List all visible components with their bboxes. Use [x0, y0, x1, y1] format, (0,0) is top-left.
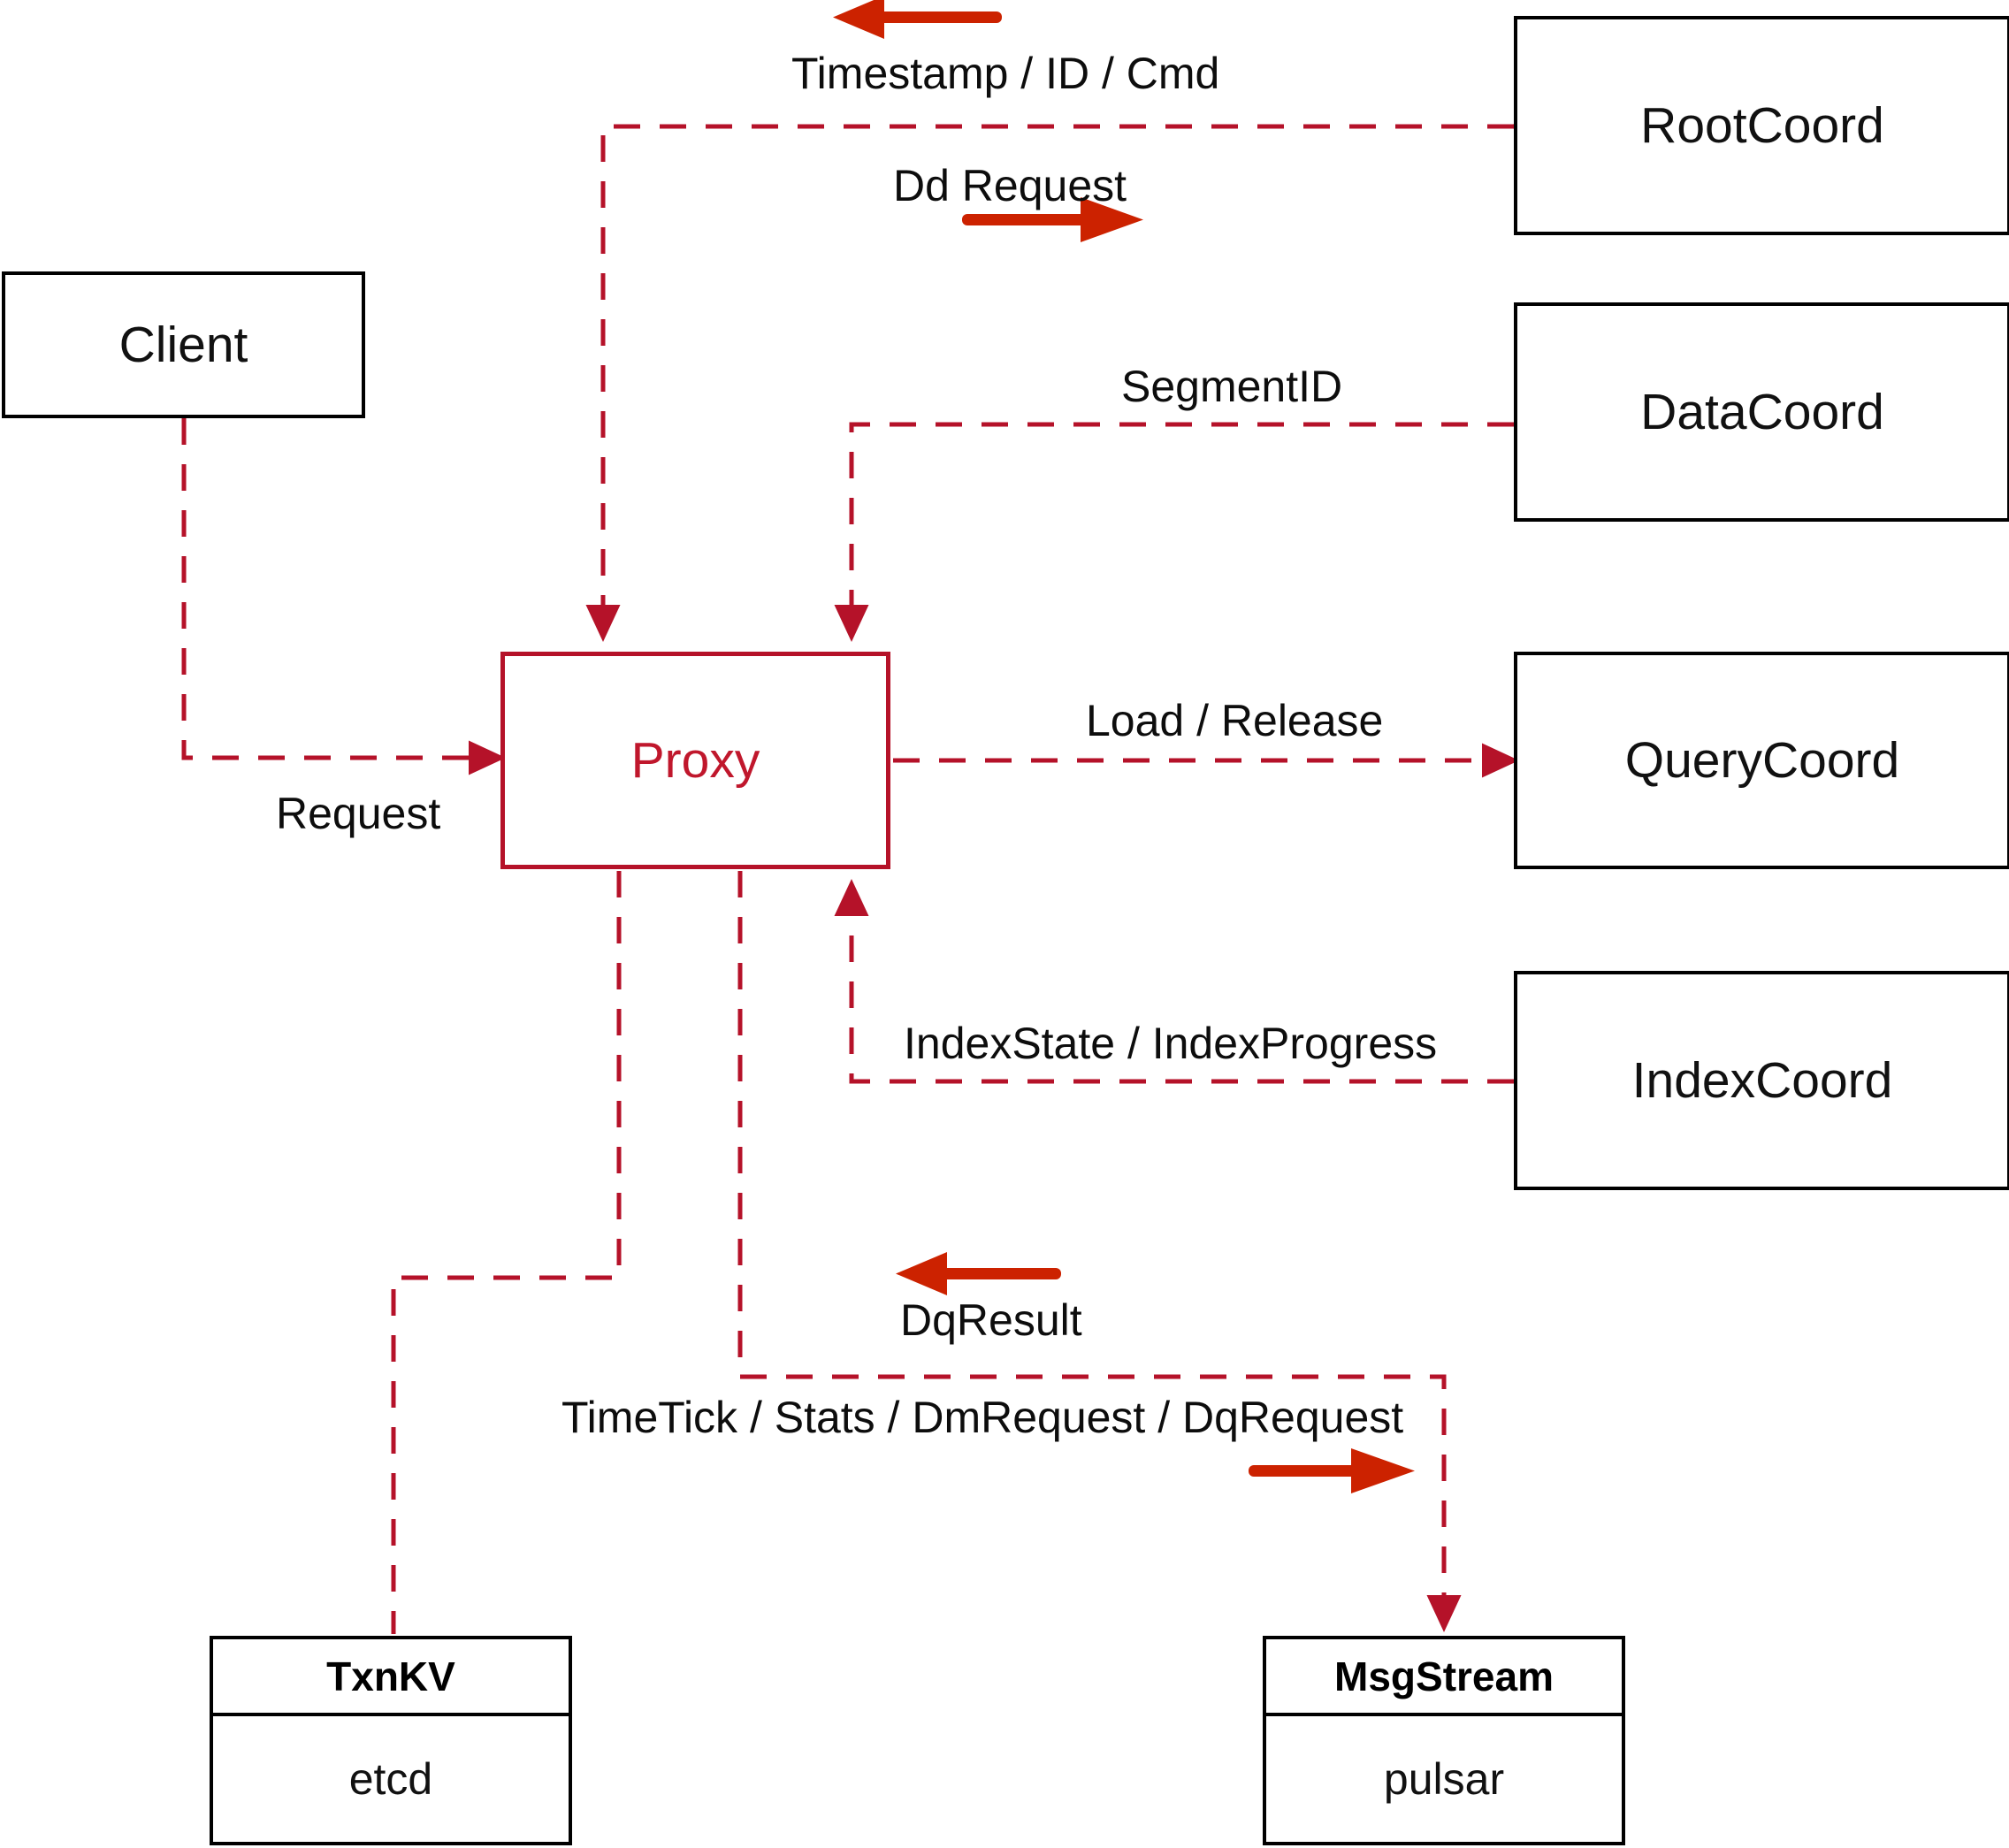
- node-datacoord-label: DataCoord: [1640, 383, 1884, 440]
- edge-label-segment-id: SegmentID: [1121, 362, 1343, 411]
- node-datacoord[interactable]: DataCoord: [1514, 302, 2009, 522]
- node-indexcoord[interactable]: IndexCoord: [1514, 971, 2009, 1190]
- edge-datacoord-to-proxy: [834, 422, 1514, 643]
- arrow-timetick-dmrequest: [1249, 1448, 1415, 1493]
- edge-indexcoord-to-proxy: [834, 878, 1514, 1084]
- edge-proxy-msgstream: [737, 871, 1462, 1633]
- node-msgstream[interactable]: MsgStream pulsar: [1263, 1636, 1625, 1845]
- node-txnkv[interactable]: TxnKV etcd: [210, 1636, 572, 1845]
- edge-client-to-proxy: [181, 418, 507, 775]
- node-proxy[interactable]: Proxy: [500, 652, 890, 869]
- node-msgstream-header: MsgStream: [1266, 1639, 1622, 1716]
- edge-label-index-state-progress: IndexState / IndexProgress: [904, 1019, 1438, 1068]
- node-rootcoord[interactable]: RootCoord: [1514, 16, 2009, 235]
- node-msgstream-body: pulsar: [1383, 1754, 1505, 1804]
- arrow-dq-result: [896, 1252, 1061, 1295]
- edge-label-request: Request: [276, 789, 441, 838]
- node-querycoord-label: QueryCoord: [1624, 731, 1900, 789]
- edge-label-dd-request: Dd Request: [893, 161, 1127, 210]
- edge-label-timestamp-id-cmd: Timestamp / ID / Cmd: [791, 49, 1220, 98]
- edge-proxy-to-txnkv: [391, 871, 622, 1634]
- arrow-timestamp-id-cmd: [833, 0, 1002, 39]
- arrow-dd-request: [962, 197, 1143, 242]
- node-txnkv-header: TxnKV: [213, 1639, 569, 1716]
- node-rootcoord-label: RootCoord: [1640, 96, 1884, 154]
- direction-arrows: [833, 0, 1415, 1493]
- node-client[interactable]: Client: [2, 271, 365, 418]
- node-indexcoord-label: IndexCoord: [1631, 1051, 1893, 1109]
- edge-label-timetick-stats: TimeTick / Stats / DmRequest / DqRequest: [561, 1393, 1404, 1442]
- edge-label-load-release: Load / Release: [1086, 696, 1384, 745]
- node-proxy-label: Proxy: [630, 731, 760, 789]
- edge-proxy-to-rootcoord: [585, 109, 1546, 643]
- edge-label-dq-result: DqResult: [900, 1295, 1082, 1345]
- node-txnkv-body: etcd: [348, 1754, 433, 1804]
- node-querycoord[interactable]: QueryCoord: [1514, 652, 2009, 869]
- node-client-label: Client: [118, 316, 248, 373]
